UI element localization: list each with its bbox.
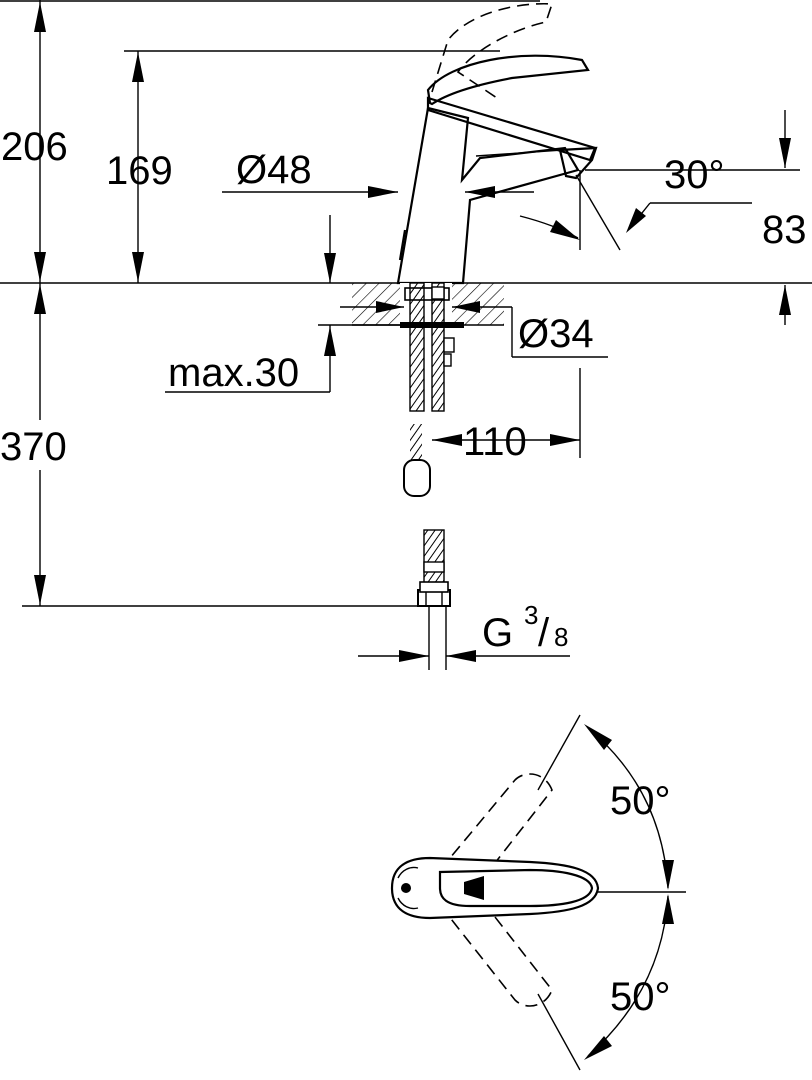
dimension-connection-thread — [358, 650, 570, 662]
dimension-hose-length — [22, 283, 420, 607]
label-hole-diameter: Ø34 — [518, 312, 594, 356]
dimension-spout-to-deck — [585, 110, 800, 325]
faucet-handle-raised — [431, 2, 554, 101]
label-projection: 110 — [463, 420, 527, 464]
label-height-spout: 169 — [106, 149, 173, 193]
label-rotation-up: 50° — [610, 779, 671, 823]
label-body-diameter: Ø48 — [236, 148, 312, 192]
dimension-deck-thickness — [165, 215, 410, 393]
top-view-angle-lines — [537, 714, 581, 1071]
deck-section — [352, 283, 504, 328]
dimension-hole-diameter — [340, 301, 608, 358]
faucet-body — [396, 106, 598, 285]
dimension-projection — [432, 368, 581, 458]
top-view-faucet — [390, 773, 686, 1007]
label-thread-denominator: 8 — [554, 622, 568, 652]
dimension-rotation-down — [584, 894, 674, 1060]
dimension-height-spout — [124, 50, 500, 283]
label-deck-thickness: max.30 — [168, 351, 299, 395]
label-thread-slash: / — [538, 611, 550, 655]
label-rotation-down: 50° — [610, 975, 671, 1019]
label-spout-angle: 30° — [664, 153, 725, 197]
dimension-rotation-up — [584, 724, 674, 890]
label-thread-prefix: G — [482, 611, 513, 655]
dimension-height-total — [0, 0, 540, 283]
faucet-handle — [426, 54, 597, 162]
label-spout-to-deck: 83 — [762, 208, 807, 252]
label-hose-length: 370 — [0, 425, 67, 469]
dimension-spout-angle — [519, 170, 752, 251]
label-thread-numerator: 3 — [524, 600, 538, 630]
supply-hose — [403, 282, 455, 670]
label-height-total: 206 — [1, 125, 68, 169]
